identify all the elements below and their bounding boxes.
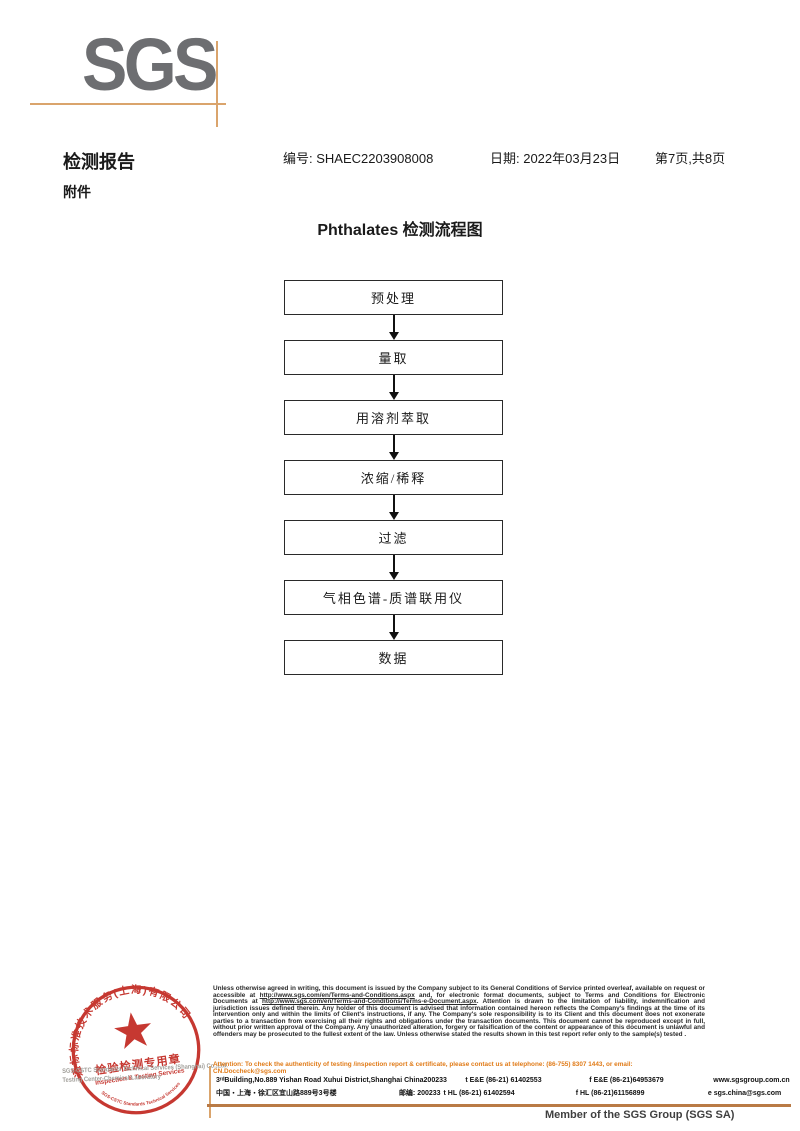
address-row-cn: 中国・上海・徐汇区宜山路889号3号楼 邮编: 200233 t HL (86-… [216, 1087, 794, 1100]
address-row-en: 3ʳᵈBuilding,No.889 Yishan Road Xuhui Dis… [216, 1074, 794, 1087]
terms-e-document-link: http://www.sgs.com/en/Terms-and-Conditio… [262, 998, 477, 1005]
down-arrow-icon [284, 435, 503, 460]
down-arrow-icon [284, 495, 503, 520]
down-arrow-icon [284, 615, 503, 640]
disclaimer-text-2: and, for electronic format documents, su… [213, 991, 706, 1005]
address-block: 3ʳᵈBuilding,No.889 Yishan Road Xuhui Dis… [216, 1074, 794, 1100]
down-arrow-icon [284, 375, 503, 400]
postcode-en: 200233 [423, 1077, 447, 1084]
footer-crosshair-vertical [209, 1066, 211, 1118]
flow-step-measure: 量取 [284, 340, 503, 375]
flow-step-gcms: 气相色谱-质谱联用仪 [284, 580, 503, 615]
address-cn: 中国・上海・徐汇区宜山路889号3号楼 [216, 1090, 337, 1097]
footer-rule [207, 1104, 791, 1107]
postcode-cn: 邮编: 200233 [398, 1090, 441, 1097]
member-of-sgs-group: Member of the SGS Group (SGS SA) [545, 1109, 735, 1121]
star-icon [114, 1012, 152, 1049]
email: e sgs.china@sgs.com [707, 1090, 782, 1097]
flowchart-title: Phthalates 检测流程图 [317, 222, 483, 239]
disclaimer-text-1: Unless otherwise agreed in writing, this… [213, 985, 705, 999]
flow-step-filter: 过滤 [284, 520, 503, 555]
fax-hl: f HL (86-21)61156899 [575, 1090, 645, 1097]
address-en: 3ʳᵈBuilding,No.889 Yishan Road Xuhui Dis… [216, 1077, 424, 1084]
attention-notice: Attention: To check the authenticity of … [213, 1061, 633, 1075]
flow-step-data: 数据 [284, 640, 503, 675]
down-arrow-icon [284, 555, 503, 580]
flowchart: 预处理 量取 用溶剂萃取 浓缩/稀释 过滤 气相色谱-质谱联用仪 数据 [284, 280, 503, 675]
fax-ee: f E&E (86-21)64953679 [589, 1077, 664, 1084]
terms-link: http://www.sgs.com/en/Terms-and-Conditio… [259, 991, 415, 999]
down-arrow-icon [284, 315, 503, 340]
website: www.sgsgroup.com.cn [713, 1077, 790, 1084]
legal-disclaimer: Unless otherwise agreed in writing, this… [213, 985, 706, 1038]
flow-step-solvent-extraction: 用溶剂萃取 [284, 400, 503, 435]
flow-step-pretreatment: 预处理 [284, 280, 503, 315]
flow-step-concentrate-dilute: 浓缩/稀释 [284, 460, 503, 495]
logo-crosshair-vertical [216, 41, 218, 127]
sgs-logo: SGS [82, 23, 218, 106]
inspection-testing-seal-stamp: 通标标准技术服务(上海)有限公司 检验检测专用章 Inspection & Te… [64, 978, 201, 1115]
report-number: 编号: SHAEC2203908008 [283, 151, 434, 166]
report-date: 日期: 2022年03月23日 [490, 151, 621, 166]
logo-crosshair-horizontal [30, 103, 226, 105]
disclaimer-text-3: . Attention is drawn to the limitation o… [213, 998, 705, 1038]
report-title: 检测报告 [63, 152, 135, 172]
tel-ee: t E&E (86-21) 61402553 [465, 1077, 542, 1084]
attachment-label: 附件 [63, 186, 91, 201]
page-indicator: 第7页,共8页 [655, 151, 726, 166]
tel-hl: t HL (86-21) 61402594 [443, 1090, 515, 1097]
